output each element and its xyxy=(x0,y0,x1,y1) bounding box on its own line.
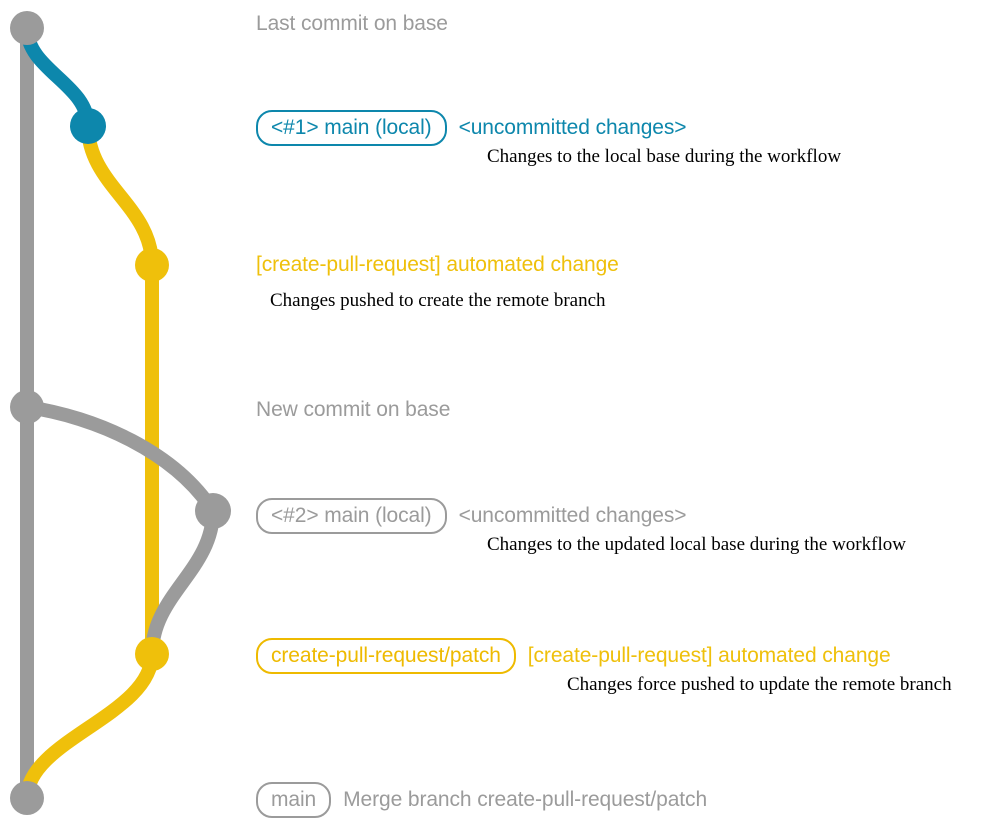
commit-row-last-commit-on-base: Last commit on base xyxy=(256,13,448,34)
branch-pill-local-main-2[interactable]: <#2> main (local) xyxy=(256,498,447,534)
node-automated-change-1[interactable] xyxy=(135,248,169,282)
commit-row-merge-commit: main Merge branch create-pull-request/pa… xyxy=(256,782,707,818)
commit-row-automated-change-2: create-pull-request/patch [create-pull-r… xyxy=(256,638,891,674)
node-new-commit-on-base[interactable] xyxy=(10,390,44,424)
commit-subject-local-main-1: <uncommitted changes> xyxy=(458,116,687,139)
commit-description-automated-change-1: Changes pushed to create the remote bran… xyxy=(270,290,606,311)
node-automated-change-2[interactable] xyxy=(135,637,169,671)
commit-description-automated-change-2: Changes force pushed to update the remot… xyxy=(567,674,952,695)
commit-subject-automated-change-2: [create-pull-request] automated change xyxy=(527,644,891,667)
commit-row-local-main-1: <#1> main (local) <uncommitted changes> xyxy=(256,110,687,146)
node-last-commit-on-base[interactable] xyxy=(10,11,44,45)
edge-automated-change-2-to-merge xyxy=(20,647,159,805)
branch-pill-main[interactable]: main xyxy=(256,782,332,818)
node-local-main-1[interactable] xyxy=(70,108,106,144)
node-merge-commit[interactable] xyxy=(10,781,44,815)
commit-description-local-main-2: Changes to the updated local base during… xyxy=(487,534,906,555)
commit-row-automated-change-1: [create-pull-request] automated change xyxy=(256,254,619,275)
branch-pill-local-main-1[interactable]: <#1> main (local) xyxy=(256,110,447,146)
edge-new-base-to-local-main-2 xyxy=(20,400,220,518)
branch-pill-create-pull-request-patch[interactable]: create-pull-request/patch xyxy=(256,638,516,674)
commit-subject-new-commit-on-base: New commit on base xyxy=(256,398,451,421)
edge-local-main-2-to-automated-change-2 xyxy=(145,504,220,661)
commit-row-new-commit-on-base: New commit on base xyxy=(256,399,450,420)
commit-description-local-main-1: Changes to the local base during the wor… xyxy=(487,146,842,167)
commit-subject-automated-change-1: [create-pull-request] automated change xyxy=(256,253,619,276)
commit-subject-local-main-2: <uncommitted changes> xyxy=(458,504,687,527)
commit-row-local-main-2: <#2> main (local) <uncommitted changes> xyxy=(256,498,687,534)
edge-local-main-1-to-automated-change-1 xyxy=(81,119,159,272)
commit-subject-merge-commit: Merge branch create-pull-request/patch xyxy=(343,788,708,811)
node-local-main-2[interactable] xyxy=(195,493,231,529)
commit-subject-last-commit-on-base: Last commit on base xyxy=(256,12,448,35)
